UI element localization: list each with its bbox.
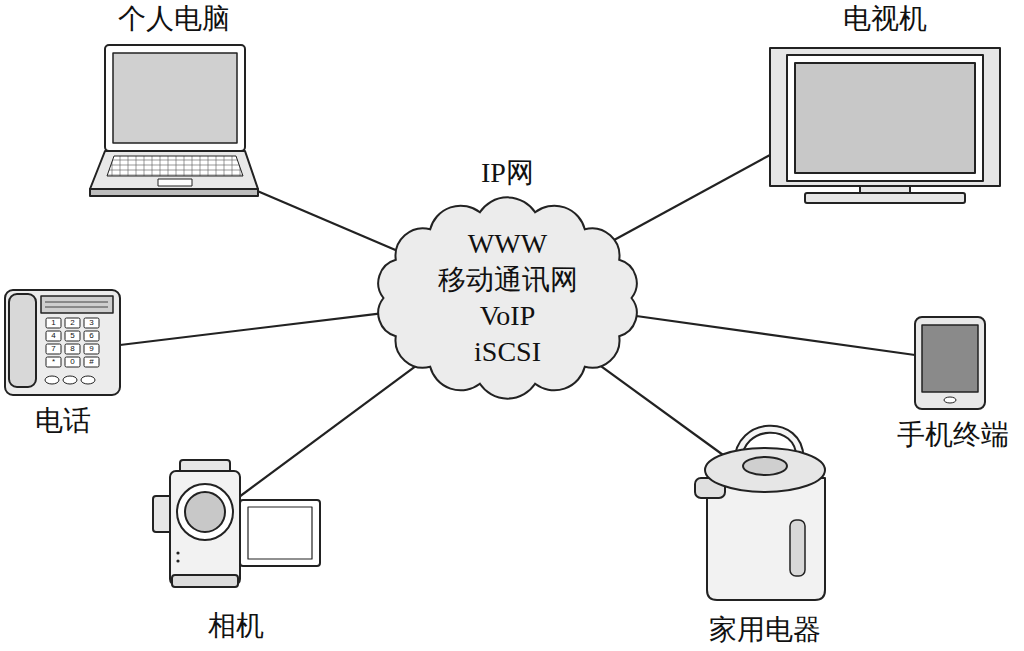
drawing-part [5, 290, 120, 395]
cloud-heading: IP网 [360, 155, 655, 191]
network-name: 移动通讯网 [360, 262, 655, 298]
key-label: 9 [84, 344, 99, 354]
key-label: # [84, 357, 99, 367]
key-label: 4 [46, 331, 61, 341]
camera-icon [153, 460, 320, 587]
key-label: 6 [84, 331, 99, 341]
drawing-part [787, 55, 983, 181]
device-node: 电话 [2, 288, 124, 438]
mobile-phone-icon [915, 317, 985, 409]
drawing-part [63, 376, 77, 384]
drawing-part [113, 53, 237, 143]
drawing-part [922, 325, 978, 392]
drawing-part [46, 318, 61, 328]
drawing-part [46, 344, 61, 354]
connector-line [120, 313, 385, 345]
connector-line [235, 362, 422, 500]
connector-line [594, 361, 730, 460]
connector [606, 155, 770, 244]
device-node: 电视机 [765, 2, 1005, 207]
drawing-part [770, 48, 1000, 186]
key-label: 0 [65, 357, 80, 367]
connector-line [255, 190, 401, 253]
device-label: 个人电脑 [118, 2, 230, 36]
drawing-part [172, 575, 238, 587]
drawing-part [860, 186, 910, 193]
connector [594, 361, 730, 460]
drawing-part [90, 189, 258, 196]
drawing-part [707, 478, 825, 600]
connector [235, 362, 422, 500]
drawing-part [805, 193, 965, 203]
network-name: VoIP [360, 298, 655, 334]
device-node: 个人电脑 [88, 2, 260, 198]
drawing-part [107, 156, 243, 176]
device-label: 家用电器 [709, 613, 821, 647]
connector [120, 313, 385, 345]
drawing-part [65, 357, 80, 367]
drawing-part [45, 307, 108, 308]
device-label: 相机 [208, 609, 264, 643]
drawing-part [177, 484, 233, 540]
drawing-part [185, 492, 225, 532]
drawing-part [65, 318, 80, 328]
drawing-part [65, 344, 80, 354]
drawing-part [176, 551, 179, 554]
connector-line [606, 155, 770, 244]
device-node: 家用电器 [690, 422, 840, 647]
tv-icon [770, 48, 1000, 203]
drawing-part [105, 45, 245, 151]
key-label: 5 [65, 331, 80, 341]
key-label: * [46, 357, 61, 367]
drawing-part [45, 376, 59, 384]
drawing-part [915, 317, 985, 409]
drawing-part [41, 296, 113, 313]
connector [629, 315, 915, 355]
key-label: 8 [65, 344, 80, 354]
drawing-part [790, 520, 805, 576]
cloud-body: WWW移动通讯网VoIPiSCSI [360, 226, 655, 370]
drawing-part [795, 63, 975, 173]
cloud-shape [378, 197, 636, 398]
desk-phone-icon [5, 290, 120, 395]
key-label: 2 [65, 318, 80, 328]
device-node: 手机终端 [885, 312, 1021, 452]
drawing-part [46, 331, 61, 341]
device-label: 电视机 [843, 2, 927, 36]
connector [255, 190, 401, 253]
drawing-part [170, 471, 240, 585]
drawing-part [46, 318, 99, 367]
drawing-part [944, 397, 956, 403]
drawing-part [45, 302, 108, 303]
drawing-part [176, 559, 179, 562]
drawing-part [65, 331, 80, 341]
drawing-part [81, 376, 95, 384]
device-label: 电话 [35, 404, 91, 438]
key-label: 7 [46, 344, 61, 354]
drawing-part [84, 331, 99, 341]
drawing-part [705, 448, 825, 492]
thermos-pot-icon [695, 429, 825, 600]
network-name: iSCSI [360, 334, 655, 370]
drawing-part [240, 500, 320, 566]
device-node: 相机 [148, 458, 323, 643]
network-cloud: IP网 WWW移动通讯网VoIPiSCSI [360, 155, 655, 410]
device-label: 手机终端 [897, 418, 1009, 452]
laptop-icon [90, 45, 258, 196]
key-label: 1 [46, 318, 61, 328]
network-name: WWW [360, 226, 655, 262]
drawing-part [46, 357, 61, 367]
drawing-part [248, 507, 312, 559]
drawing-part [90, 151, 258, 189]
key-label: 3 [84, 318, 99, 328]
drawing-part [158, 179, 192, 186]
drawing-part [743, 457, 787, 475]
drawing-part [84, 318, 99, 328]
connector-line [629, 315, 915, 355]
drawing-part [84, 357, 99, 367]
drawing-part [84, 344, 99, 354]
drawing-part [9, 294, 36, 387]
